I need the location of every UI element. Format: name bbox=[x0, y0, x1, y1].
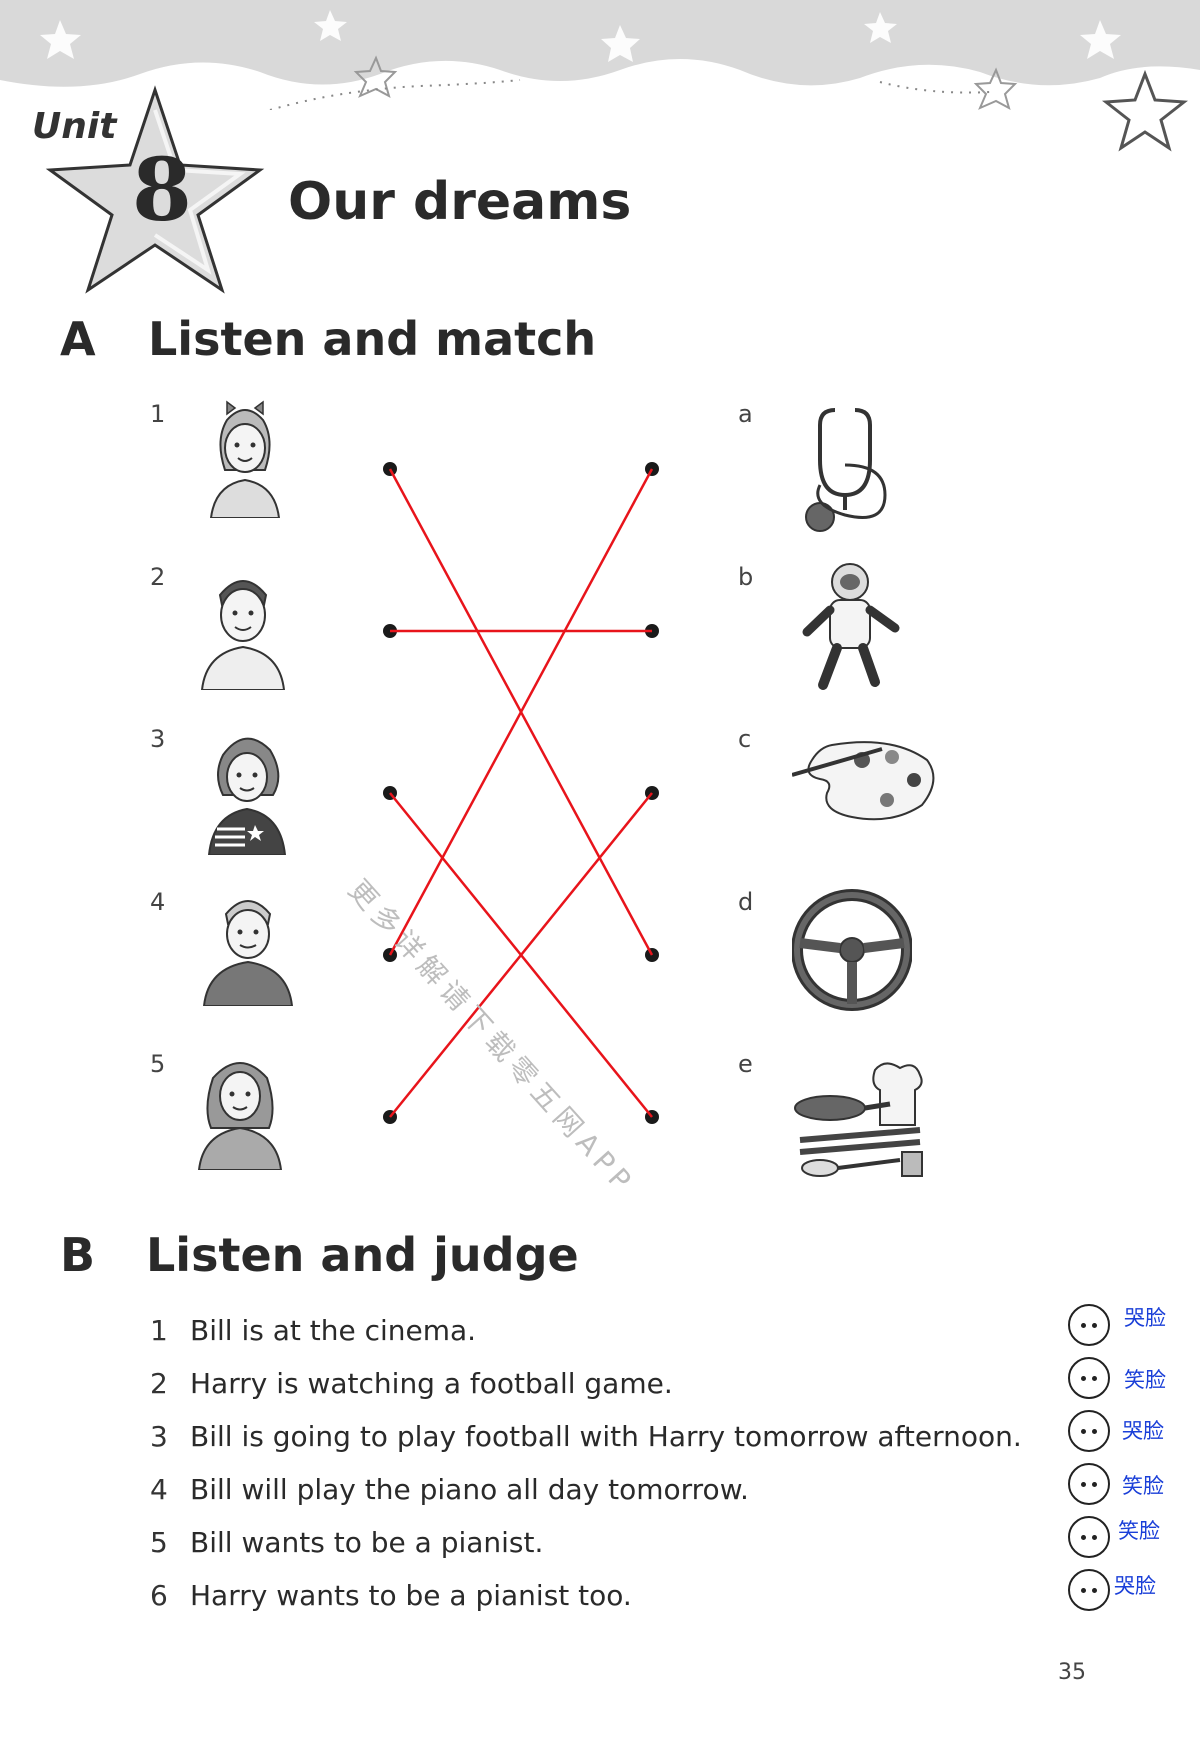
answer-label: 笑脸 bbox=[1124, 1368, 1166, 1392]
answer-label: 哭脸 bbox=[1122, 1419, 1164, 1443]
corner-star-icon bbox=[1101, 69, 1189, 152]
judge-statement: Harry is watching a football game. bbox=[190, 1367, 673, 1400]
unit-number: 8 bbox=[132, 140, 192, 241]
judge-statement: Harry wants to be a pianist too. bbox=[190, 1579, 632, 1612]
judge-statement: Bill is going to play football with Harr… bbox=[190, 1420, 1022, 1453]
answer-label: 哭脸 bbox=[1114, 1574, 1156, 1598]
girl-long-hair-icon bbox=[197, 1062, 283, 1170]
judge-item-number: 1 bbox=[150, 1314, 168, 1347]
left-item-number: 1 bbox=[150, 400, 166, 428]
unit-star-icon bbox=[45, 85, 265, 294]
match-line bbox=[388, 468, 654, 956]
answer-face-circle[interactable] bbox=[1068, 1516, 1110, 1558]
judge-item-number: 2 bbox=[150, 1367, 168, 1400]
page-title: Our dreams bbox=[288, 172, 632, 232]
girl-with-bow-icon bbox=[209, 400, 281, 518]
judge-statement: Bill will play the piano all day tomorro… bbox=[190, 1473, 749, 1506]
answer-label: 笑脸 bbox=[1122, 1474, 1164, 1498]
answer-face-circle[interactable] bbox=[1068, 1357, 1110, 1399]
left-item-number: 5 bbox=[150, 1050, 166, 1078]
judge-statement: Bill is at the cinema. bbox=[190, 1314, 477, 1347]
right-item-letter: d bbox=[738, 888, 754, 916]
section-b-title: Listen and judge bbox=[146, 1228, 579, 1282]
section-b-letter: B bbox=[60, 1228, 96, 1282]
judge-statement: Bill wants to be a pianist. bbox=[190, 1526, 544, 1559]
judge-item-number: 6 bbox=[150, 1579, 168, 1612]
stethoscope-icon bbox=[805, 408, 887, 532]
answer-label: 笑脸 bbox=[1118, 1519, 1160, 1543]
section-a-title: Listen and match bbox=[148, 312, 597, 366]
header-star-banner bbox=[0, 0, 1200, 110]
answer-face-circle[interactable] bbox=[1068, 1304, 1110, 1346]
answer-face-circle[interactable] bbox=[1068, 1463, 1110, 1505]
right-item-letter: b bbox=[738, 563, 754, 591]
right-item-letter: e bbox=[738, 1050, 753, 1078]
right-item-letter: a bbox=[738, 400, 753, 428]
astronaut-icon bbox=[802, 563, 900, 690]
judge-item-number: 3 bbox=[150, 1420, 168, 1453]
judge-item-number: 5 bbox=[150, 1526, 168, 1559]
section-a-letter: A bbox=[60, 312, 96, 366]
left-item-number: 2 bbox=[150, 563, 166, 591]
girl-ponytail-flag-scarf-icon bbox=[207, 737, 287, 855]
judge-item-number: 4 bbox=[150, 1473, 168, 1506]
left-item-number: 3 bbox=[150, 725, 166, 753]
answer-face-circle[interactable] bbox=[1068, 1569, 1110, 1611]
answer-face-circle[interactable] bbox=[1068, 1410, 1110, 1452]
match-line bbox=[389, 792, 653, 1118]
paint-palette-icon bbox=[792, 741, 935, 821]
steering-wheel-icon bbox=[792, 889, 912, 1011]
chef-tools-icon bbox=[794, 1062, 923, 1177]
page-number: 35 bbox=[1058, 1660, 1086, 1685]
boy-short-hair-icon bbox=[200, 580, 286, 690]
answer-label: 哭脸 bbox=[1124, 1306, 1166, 1330]
left-item-number: 4 bbox=[150, 888, 166, 916]
unit-label: Unit bbox=[32, 106, 117, 147]
right-item-letter: c bbox=[738, 725, 752, 753]
boy-sweater-icon bbox=[202, 900, 294, 1006]
